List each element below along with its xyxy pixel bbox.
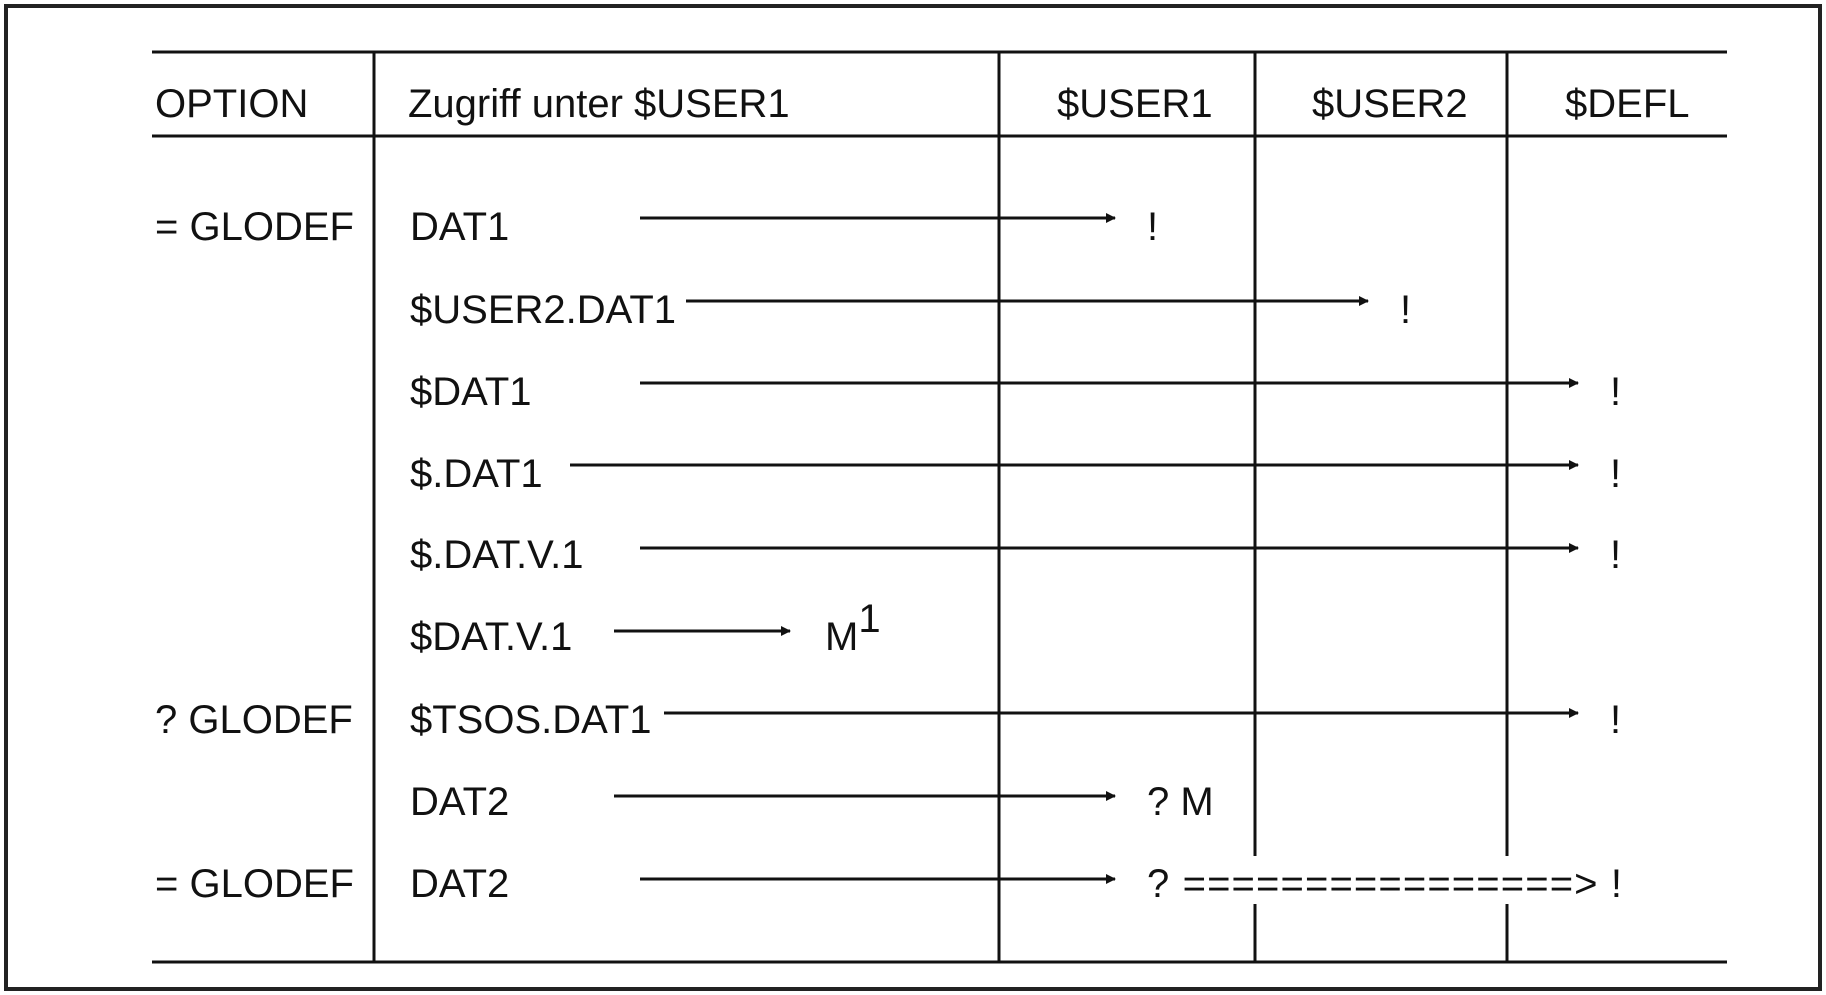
row-result: M1 <box>825 597 881 659</box>
row-option: ? GLODEF <box>155 698 353 742</box>
row-access: $USER2.DAT1 <box>410 288 676 332</box>
row-result: ! <box>1400 288 1411 332</box>
row-access: $.DAT.V.1 <box>410 533 583 577</box>
row-access: DAT1 <box>410 205 509 249</box>
row-result: ! <box>1610 533 1621 577</box>
header-option: OPTION <box>155 82 308 126</box>
row-access: $.DAT1 <box>410 452 543 496</box>
header-defl: $DEFL <box>1565 82 1690 126</box>
row-result: ! <box>1147 205 1158 249</box>
row-result: ? M <box>1147 780 1214 824</box>
row-access: $DAT.V.1 <box>410 615 572 659</box>
header-user1: $USER1 <box>1057 82 1213 126</box>
row-access: $DAT1 <box>410 370 532 414</box>
row-result: ! <box>1610 370 1621 414</box>
row-access: $TSOS.DAT1 <box>410 698 652 742</box>
header-user2: $USER2 <box>1312 82 1468 126</box>
outer-frame <box>4 4 1822 991</box>
row-access: DAT2 <box>410 780 509 824</box>
row-option: = GLODEF <box>155 862 354 906</box>
row-result: ! <box>1610 452 1621 496</box>
row-access: DAT2 <box>410 862 509 906</box>
row-option: = GLODEF <box>155 205 354 249</box>
row-result-main: M <box>825 615 858 659</box>
row-result: ? ================> ! <box>1147 862 1622 906</box>
header-access: Zugriff unter $USER1 <box>408 82 790 126</box>
row-result: ! <box>1610 698 1621 742</box>
row-result-superscript: 1 <box>858 597 880 641</box>
